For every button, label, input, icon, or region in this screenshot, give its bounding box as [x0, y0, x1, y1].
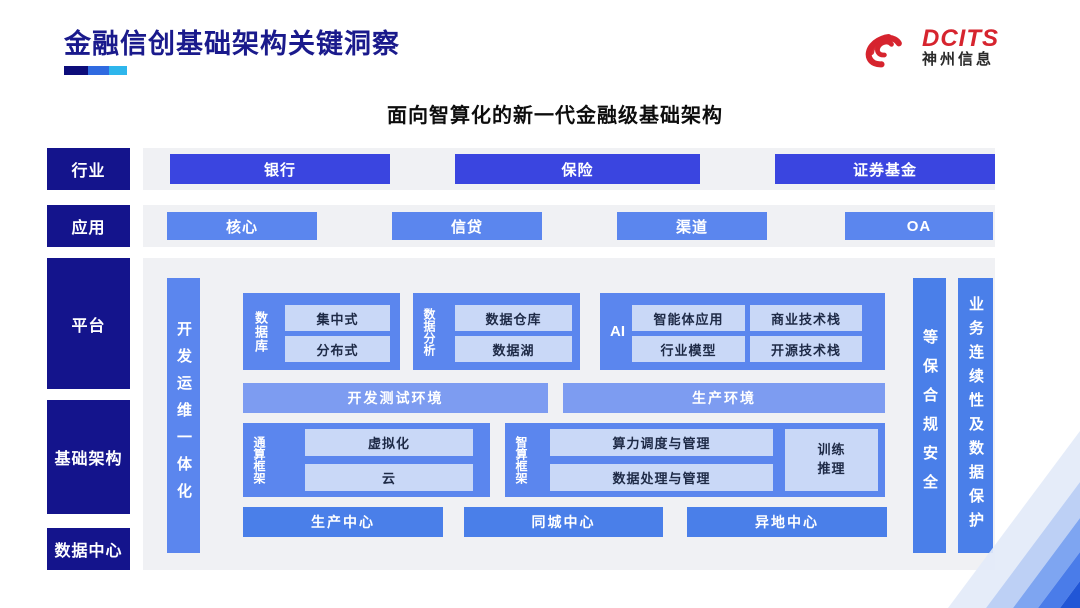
diagram-title: 面向智算化的新一代金融级基础架构 — [387, 105, 723, 127]
application-item-core: 核心 — [167, 212, 317, 240]
data-analysis-section-label: 数据分析 — [422, 307, 436, 356]
general-compute-label: 通算框架 — [252, 436, 266, 484]
center-production: 生产中心 — [243, 507, 443, 537]
page-title: 金融信创基础架构关键洞察 — [64, 29, 400, 59]
row-label-application: 应用 — [47, 205, 130, 247]
security-compliance-bar: 等保合规安全 — [913, 278, 946, 553]
underline-segment-dark — [64, 66, 88, 75]
industry-item-securities: 证券基金 — [775, 154, 995, 184]
devops-bar: 开发运维一体化 — [167, 278, 200, 553]
database-section-label: 数据库 — [253, 310, 268, 353]
row-label-infrastructure: 基础架构 — [47, 400, 130, 514]
ai-section: AI 智能体应用 商业技术栈 行业模型 开源技术栈 — [600, 293, 885, 370]
application-strip: 核心 信贷 渠道 OA — [143, 205, 995, 247]
industry-item-insurance: 保险 — [455, 154, 700, 184]
row-label-platform: 平台 — [47, 258, 130, 389]
general-compute-section: 通算框架 虚拟化 云 — [243, 423, 490, 497]
ai-section-label: AI — [610, 323, 625, 340]
general-compute-item-cloud: 云 — [305, 464, 473, 491]
industry-item-bank: 银行 — [170, 154, 390, 184]
logo-company-text: 神州信息 — [922, 50, 995, 68]
underline-segment-mid — [88, 66, 109, 75]
company-logo: DCITS 神州信息 — [856, 18, 1046, 76]
data-analysis-section: 数据分析 数据仓库 数据湖 — [413, 293, 580, 370]
intelligent-compute-item-train-infer: 训练推理 — [785, 429, 878, 491]
center-remote: 异地中心 — [687, 507, 887, 537]
train-infer-text: 训练推理 — [817, 442, 846, 476]
ai-item-commercial-stack: 商业技术栈 — [750, 305, 862, 331]
intelligent-compute-item-scheduling: 算力调度与管理 — [550, 429, 773, 456]
business-continuity-bar: 业务连续性及数据保护 — [958, 278, 993, 553]
application-item-channel: 渠道 — [617, 212, 767, 240]
ai-item-opensource-stack: 开源技术栈 — [750, 336, 862, 362]
ai-item-agent-apps: 智能体应用 — [632, 305, 745, 331]
general-compute-item-virtualization: 虚拟化 — [305, 429, 473, 456]
application-item-credit: 信贷 — [392, 212, 542, 240]
dcits-swirl-icon — [865, 33, 902, 68]
database-section: 数据库 集中式 分布式 — [243, 293, 400, 370]
row-label-industry: 行业 — [47, 148, 130, 190]
row-label-datacenter: 数据中心 — [47, 528, 130, 570]
title-underline — [64, 66, 127, 75]
env-production: 生产环境 — [563, 383, 885, 413]
database-item-centralized: 集中式 — [285, 305, 390, 331]
intelligent-compute-label: 智算框架 — [514, 436, 528, 484]
application-item-oa: OA — [845, 212, 993, 240]
ai-item-industry-models: 行业模型 — [632, 336, 745, 362]
industry-strip: 银行 保险 证券基金 — [143, 148, 995, 190]
underline-segment-light — [109, 66, 127, 75]
logo-brand-text: DCITS — [922, 24, 999, 52]
data-analysis-item-warehouse: 数据仓库 — [455, 305, 572, 331]
database-item-distributed: 分布式 — [285, 336, 390, 362]
data-analysis-item-lake: 数据湖 — [455, 336, 572, 362]
env-dev-test: 开发测试环境 — [243, 383, 548, 413]
platform-container: 开发运维一体化 数据库 集中式 分布式 数据分析 数据仓库 数据湖 AI 智能体… — [143, 258, 995, 570]
center-same-city: 同城中心 — [464, 507, 663, 537]
intelligent-compute-section: 智算框架 算力调度与管理 数据处理与管理 训练推理 — [505, 423, 885, 497]
intelligent-compute-item-dataproc: 数据处理与管理 — [550, 464, 773, 491]
